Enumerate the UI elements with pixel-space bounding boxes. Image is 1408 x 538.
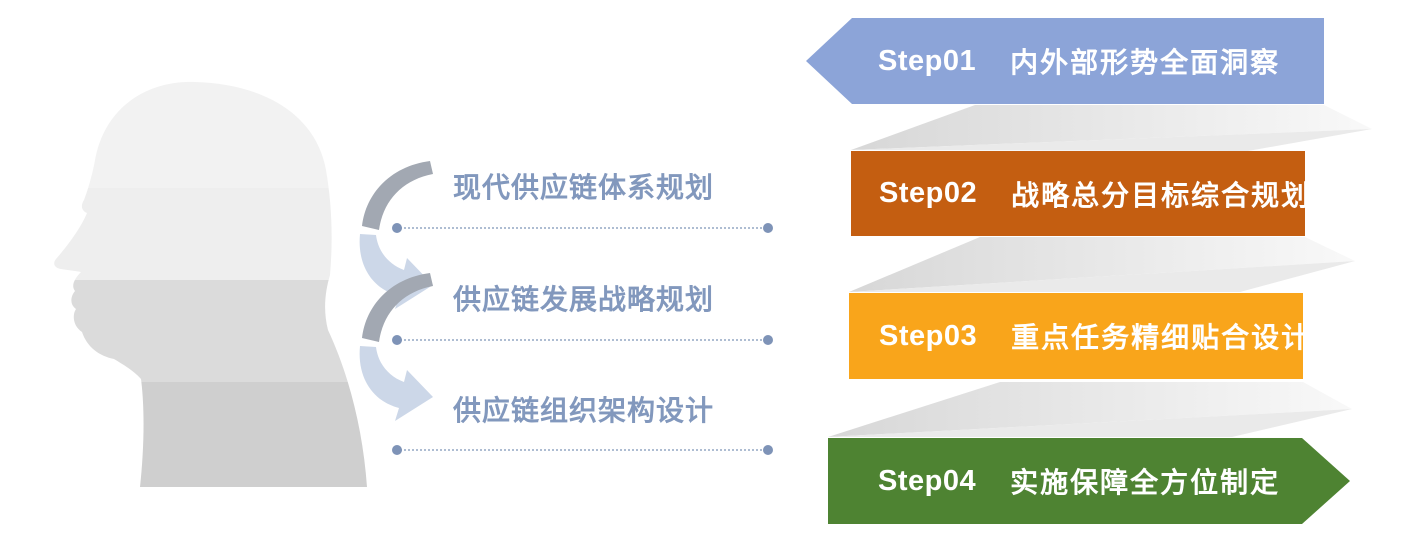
step-title: 战略总分目标综合规划 (1011, 179, 1312, 211)
step-number: Step03 (879, 319, 978, 352)
planning-item-label: 现代供应链体系规划 (453, 172, 715, 203)
connector-dot-left (392, 223, 402, 233)
step-title: 重点任务精细贴合设计 (1011, 322, 1312, 353)
step-title: 实施保障全方位制定 (1010, 467, 1281, 498)
connector-dot-left (392, 445, 402, 455)
step-banner-2: Step02 战略总分目标综合规划 (851, 151, 1309, 236)
connector-dot-right (763, 335, 773, 345)
connector-dot-right (763, 223, 773, 233)
planning-item-label: 供应链组织架构设计 (453, 395, 715, 426)
step-title: 内外部形势全面洞察 (1010, 47, 1281, 78)
dotted-connector (392, 335, 773, 345)
planning-item-label: 供应链发展战略规划 (453, 284, 715, 315)
dotted-connector (392, 223, 773, 233)
head-silhouette-icon (54, 81, 367, 487)
step-number: Step01 (878, 44, 977, 77)
step-number: Step04 (878, 464, 977, 497)
dotted-connector (392, 445, 773, 455)
step-number: Step02 (879, 177, 978, 209)
step-banner-4: Step04 实施保障全方位制定 (828, 438, 1350, 524)
connector-dot-right (763, 445, 773, 455)
step-banner-3: Step03 重点任务精细贴合设计 (849, 293, 1309, 379)
step-banner-1: Step01 内外部形势全面洞察 (806, 18, 1324, 104)
connector-dot-left (392, 335, 402, 345)
